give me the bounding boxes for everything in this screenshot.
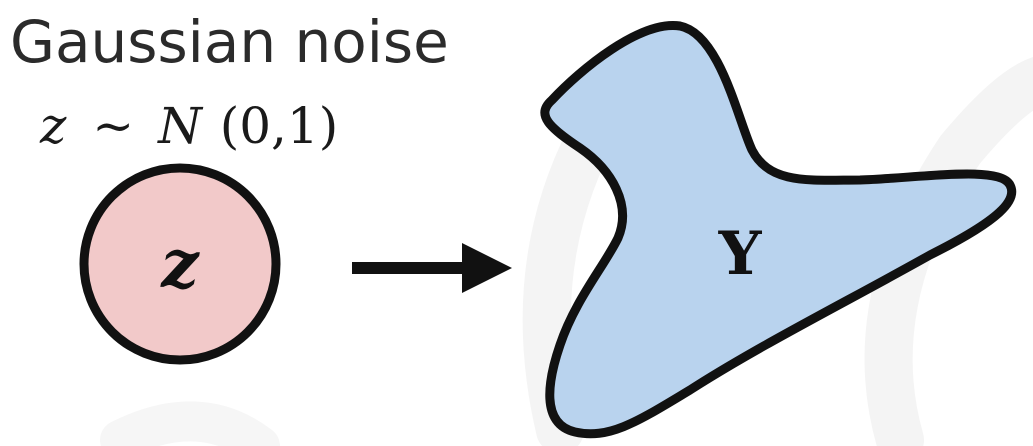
output-node-shape [540, 21, 1017, 439]
mapping-arrow [352, 243, 512, 293]
input-node-circle [79, 163, 281, 365]
formula-params: (0,1) [220, 97, 339, 155]
formula-relation: ~ [92, 97, 134, 155]
output-node: Y [540, 21, 1017, 439]
input-node-label: z [160, 225, 200, 303]
output-node-label: Y [718, 219, 763, 289]
formula: z ~ N (0,1) [39, 97, 338, 155]
formula-distribution: N [157, 97, 204, 155]
formula-variable: z [39, 97, 67, 155]
watermark-stroke-3 [100, 401, 280, 446]
arrow-head [462, 243, 512, 293]
heading-text: Gaussian noise [10, 8, 449, 76]
input-node: z [79, 163, 281, 365]
